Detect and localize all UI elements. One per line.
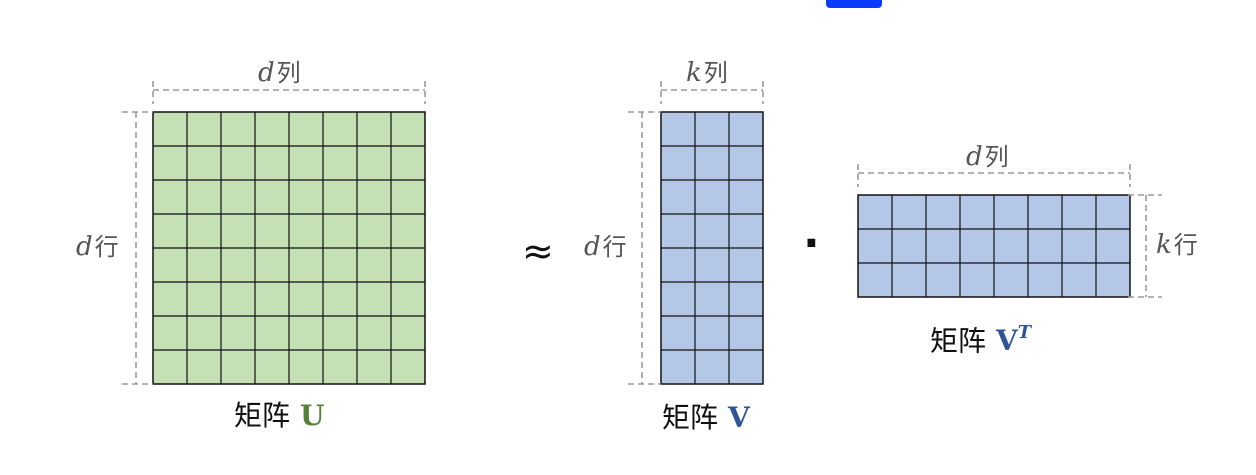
- matrix-u-row-label: d行: [76, 232, 119, 262]
- matrix-vt-grid: [857, 194, 1131, 298]
- matrix-v-row-label: d行: [584, 232, 627, 262]
- matrix-v-grid: [660, 111, 764, 385]
- matrix-v-symbol: V: [728, 401, 750, 434]
- top-blue-badge: [826, 0, 882, 8]
- dimension-lines: [122, 81, 1162, 385]
- matrix-vt-row-label: k行: [1156, 230, 1198, 260]
- matrix-u-symbol: U: [300, 399, 325, 432]
- matrix-u-col-label: d列: [258, 58, 301, 88]
- matrix-vt-superscript: T: [1017, 322, 1032, 343]
- matrix-vt-col-label: d列: [966, 142, 1009, 172]
- dot-symbol: ·: [803, 218, 820, 269]
- approx-symbol: ≈: [522, 229, 554, 273]
- matrix-u-grid: [152, 111, 426, 385]
- matrix-vt-symbol: V: [996, 324, 1018, 358]
- matrix-v-col-label: k列: [686, 58, 728, 88]
